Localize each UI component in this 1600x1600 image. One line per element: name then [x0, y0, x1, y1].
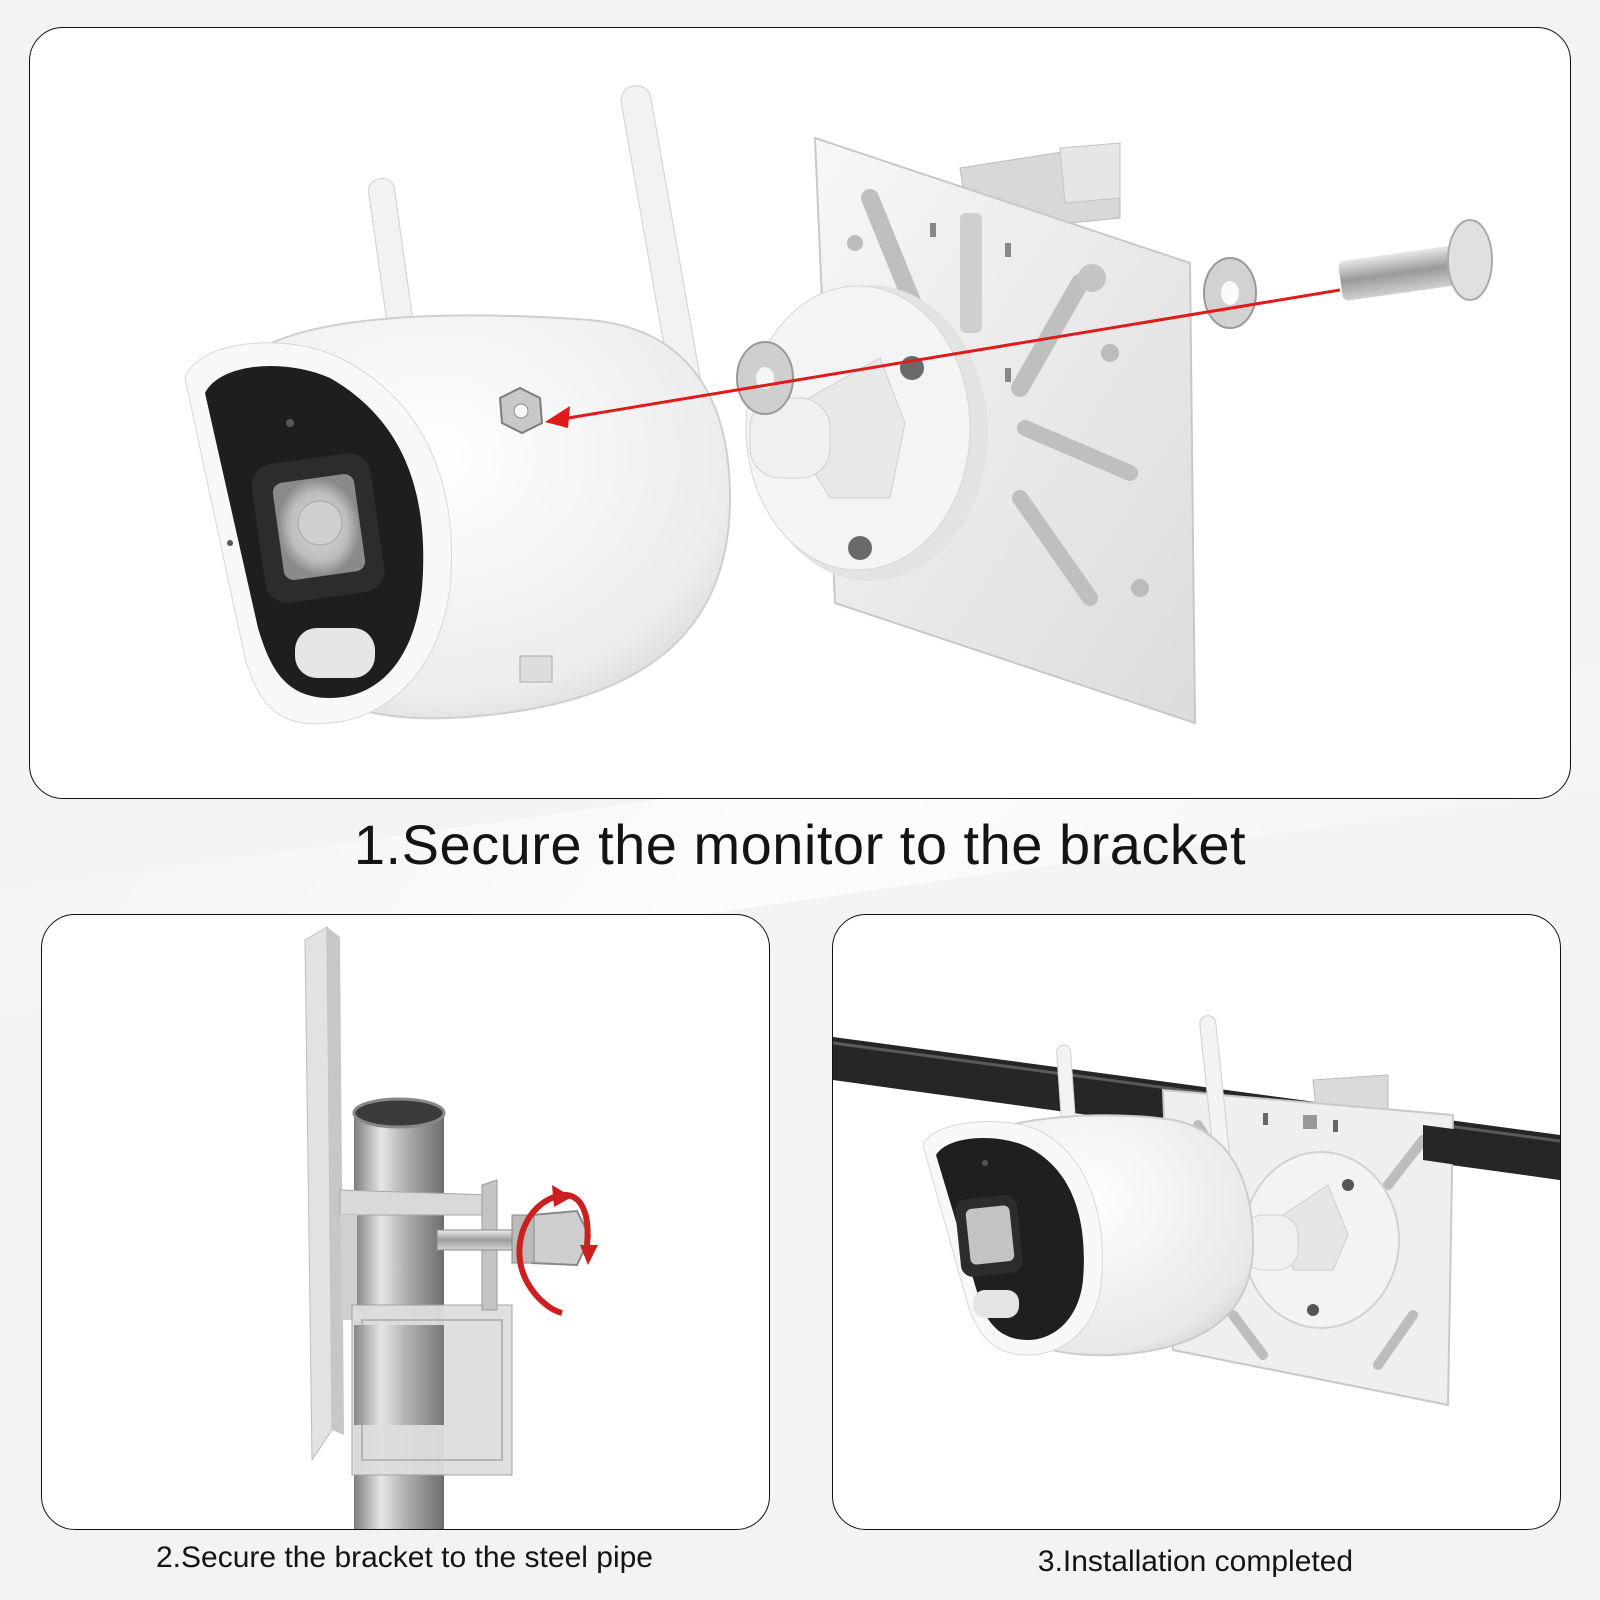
step-2-caption: 2.Secure the bracket to the steel pipe — [156, 1541, 653, 1574]
hex-nut — [498, 386, 544, 435]
washer-front — [736, 341, 794, 415]
camera-mount-base — [745, 285, 988, 581]
black-pipe-front — [1423, 1125, 1560, 1180]
washer-rear — [1203, 257, 1257, 329]
pipe-clamp — [339, 1179, 513, 1476]
camera — [922, 1015, 1255, 1357]
clamp-screw — [436, 1209, 592, 1267]
rotation-arrow — [516, 1185, 598, 1316]
step-2-panel — [41, 914, 770, 1530]
step-3-panel — [832, 914, 1561, 1530]
step-1-panel — [29, 27, 1571, 799]
bolt — [1338, 219, 1493, 301]
bracket-plate — [813, 136, 1197, 725]
step-2-illustration — [304, 926, 598, 1529]
step-1-caption: 1.Secure the monitor to the bracket — [353, 813, 1247, 876]
step-3-caption: 3.Installation completed — [1037, 1545, 1354, 1578]
camera-mount-base — [1242, 1151, 1400, 1329]
insertion-arrow — [545, 288, 1341, 428]
camera — [184, 85, 732, 725]
step-3-illustration — [833, 1015, 1560, 1407]
step-1-illustration — [184, 85, 1493, 725]
bracket-plate-side — [304, 926, 344, 1462]
